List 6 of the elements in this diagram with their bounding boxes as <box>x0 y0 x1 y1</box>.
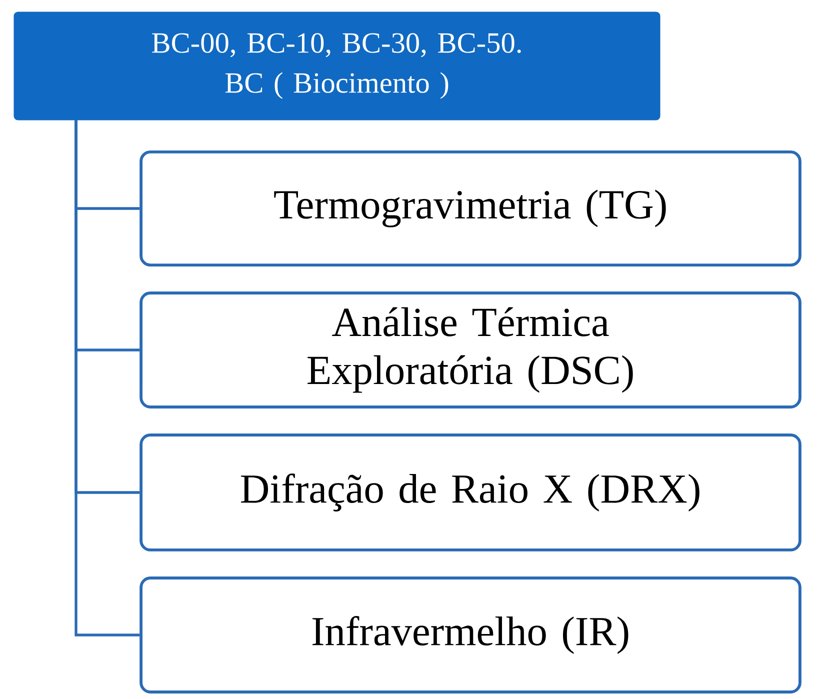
method-box: Difração de Raio X (DRX) <box>140 434 802 552</box>
method-box: Análise Térmica Exploratória (DSC) <box>140 292 802 408</box>
header-box: BC-00, BC-10, BC-30, BC-50. BC ( Biocimento ) <box>14 12 660 120</box>
connector-line <box>74 120 140 636</box>
method-box: Termogravimetria (TG) <box>140 150 802 266</box>
method-box: Infravermelho (IR) <box>140 576 802 694</box>
